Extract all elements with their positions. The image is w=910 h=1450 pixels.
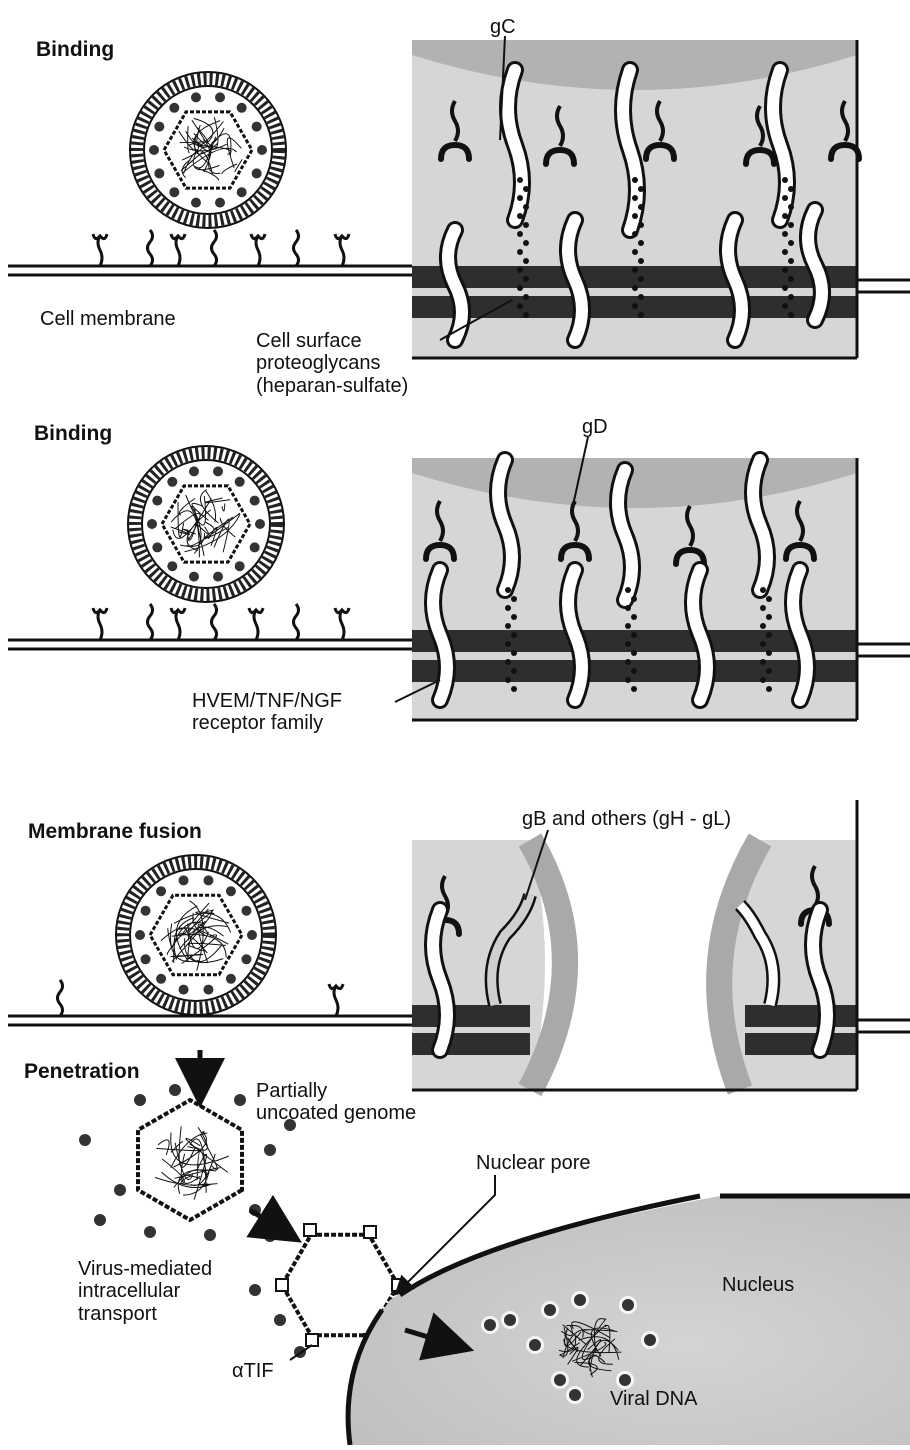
gc-label: gC xyxy=(490,16,516,38)
membrane-3 xyxy=(8,1016,412,1025)
panel4-stage-label: Penetration xyxy=(24,1060,140,1084)
hvem-receptor-label: HVEM/TNF/NGF receptor family xyxy=(192,690,342,735)
proteoglycan-icon xyxy=(58,980,63,1016)
cell-insets xyxy=(412,40,910,1090)
membrane-1 xyxy=(8,266,412,275)
nucleus-label: Nucleus xyxy=(722,1274,794,1296)
proteoglycan-icon xyxy=(148,604,153,640)
proteoglycan-icon xyxy=(294,604,299,640)
virion-fusion xyxy=(116,855,276,1015)
cell-inset-1 xyxy=(412,40,910,358)
receptor-icon xyxy=(329,984,343,1016)
cell-inset-3 xyxy=(412,800,910,1090)
transport-label: Virus-mediated intracellular transport xyxy=(78,1258,212,1325)
atif-label: αTIF xyxy=(232,1360,274,1382)
capsid-icon xyxy=(138,1100,242,1220)
cell-membrane-label: Cell membrane xyxy=(40,308,176,330)
receptor-icon xyxy=(335,234,349,266)
arrow-icon xyxy=(250,1210,285,1232)
proteoglycan-icon xyxy=(212,604,217,640)
virion-binding-2 xyxy=(128,446,284,602)
panel3-stage-label: Membrane fusion xyxy=(28,820,202,844)
proteoglycan-icon xyxy=(294,230,299,266)
virion-binding-1 xyxy=(130,72,286,228)
receptor-icon xyxy=(171,608,185,640)
nuclear-pore-label: Nuclear pore xyxy=(476,1152,591,1174)
proteoglycan-icon xyxy=(148,230,153,266)
receptor-icon xyxy=(171,234,185,266)
receptor-icon xyxy=(93,608,107,640)
gb-label: gB and others (gH - gL) xyxy=(522,808,731,830)
uncoated-genome-label: Partially uncoated genome xyxy=(256,1080,416,1125)
membrane-2 xyxy=(8,640,412,649)
cell-inset-2 xyxy=(412,458,910,720)
receptor-icon xyxy=(251,234,265,266)
receptor-icon xyxy=(335,608,349,640)
proteoglycan-label: Cell surface proteoglycans (heparan-sulf… xyxy=(256,330,408,397)
receptor-icon xyxy=(93,234,107,266)
panel1-stage-label: Binding xyxy=(36,38,114,62)
proteoglycan-icon xyxy=(212,230,217,266)
receptor-icon xyxy=(249,608,263,640)
viral-dna-label: Viral DNA xyxy=(610,1388,697,1410)
gd-label: gD xyxy=(582,416,608,438)
panel2-stage-label: Binding xyxy=(34,422,112,446)
